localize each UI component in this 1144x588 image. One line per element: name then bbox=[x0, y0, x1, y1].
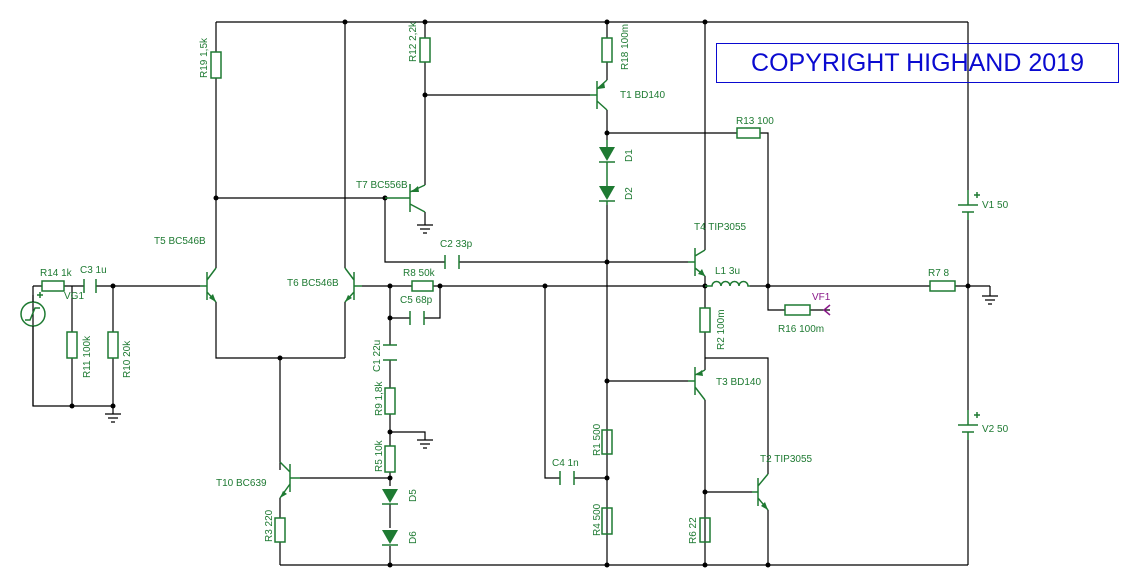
ground-icon bbox=[982, 295, 998, 305]
capacitor-c3 bbox=[83, 279, 97, 293]
label-d5: D5 bbox=[408, 489, 419, 502]
label-l1: L1 3u bbox=[715, 266, 740, 277]
label-v2: V2 50 bbox=[982, 424, 1009, 435]
label-c3: C3 1u bbox=[80, 265, 107, 276]
label-c1: C1 22u bbox=[372, 340, 383, 372]
label-r6: R6 22 bbox=[688, 517, 699, 544]
label-d6: D6 bbox=[408, 531, 419, 544]
transistor-t4 bbox=[688, 248, 706, 277]
label-t4: T4 TIP3055 bbox=[694, 222, 747, 233]
resistor-r1 bbox=[601, 429, 613, 455]
label-r12: R12 2,2k bbox=[408, 21, 419, 62]
probe-vf1 bbox=[822, 304, 831, 316]
capacitor-c4 bbox=[559, 471, 575, 485]
label-c4: C4 1n bbox=[552, 458, 579, 469]
label-d2: D2 bbox=[624, 187, 635, 200]
resistor-r8 bbox=[411, 280, 434, 292]
label-c5: C5 68p bbox=[400, 295, 433, 306]
label-d1: D1 bbox=[624, 149, 635, 162]
diode-d1 bbox=[599, 140, 615, 172]
battery-v1 bbox=[958, 190, 980, 220]
transistor-t2 bbox=[752, 473, 769, 511]
resistor-r5 bbox=[384, 445, 396, 473]
ground-icon bbox=[105, 413, 121, 423]
label-t1: T1 BD140 bbox=[620, 90, 665, 101]
copyright-banner: COPYRIGHT HIGHAND 2019 bbox=[716, 43, 1119, 83]
label-t2: T2 TIP3055 bbox=[760, 454, 813, 465]
transistors bbox=[200, 79, 769, 511]
battery-v2 bbox=[958, 410, 980, 440]
resistor-r2 bbox=[699, 307, 711, 333]
resistor-r19 bbox=[210, 51, 222, 79]
label-r8: R8 50k bbox=[403, 268, 436, 279]
transistor-t6 bbox=[344, 267, 362, 303]
resistor-r10 bbox=[107, 331, 119, 359]
label-t7: T7 BC556B bbox=[356, 180, 408, 191]
diode-d6 bbox=[382, 530, 398, 546]
resistor-r12 bbox=[419, 37, 431, 63]
wires bbox=[32, 21, 991, 566]
label-r18: R18 100m bbox=[620, 24, 631, 70]
diode-d2 bbox=[599, 172, 615, 205]
label-r13: R13 100 bbox=[736, 116, 774, 127]
resistor-r9 bbox=[384, 387, 396, 415]
label-r14: R14 1k bbox=[40, 268, 73, 279]
resistor-r4 bbox=[601, 507, 613, 535]
label-r4: R4 500 bbox=[592, 503, 603, 536]
signal-generator-vg1 bbox=[20, 286, 46, 406]
ground-icon bbox=[417, 224, 433, 234]
label-r10: R10 20k bbox=[122, 340, 133, 378]
label-r5: R5 10k bbox=[374, 439, 385, 472]
capacitor-c5 bbox=[409, 311, 425, 325]
resistor-r13 bbox=[736, 127, 761, 139]
transistor-t10 bbox=[279, 461, 300, 499]
transistor-t7 bbox=[385, 184, 426, 213]
label-vf1: VF1 bbox=[812, 292, 831, 303]
label-r2: R2 100m bbox=[716, 309, 727, 350]
label-vg1: VG1 bbox=[64, 291, 84, 302]
label-c2: C2 33p bbox=[440, 239, 473, 250]
label-r11: R11 100k bbox=[82, 335, 93, 378]
resistor-r6 bbox=[699, 517, 711, 543]
label-r9: R9 1,8k bbox=[374, 381, 385, 416]
labels: R19 1,5k R12 2,2k R18 100m T1 BD140 R13 … bbox=[40, 21, 1009, 544]
diodes bbox=[382, 140, 615, 546]
resistor-r3 bbox=[274, 517, 286, 543]
ground-symbols bbox=[105, 224, 998, 449]
resistor-r14 bbox=[41, 280, 65, 292]
transistor-t1 bbox=[590, 79, 608, 111]
ground-icon bbox=[417, 439, 433, 449]
inductor-l1 bbox=[705, 280, 750, 287]
label-r7: R7 8 bbox=[928, 268, 950, 279]
label-v1: V1 50 bbox=[982, 200, 1009, 211]
label-r16: R16 100m bbox=[778, 324, 824, 335]
capacitor-c1 bbox=[383, 344, 397, 361]
label-t5: T5 BC546B bbox=[154, 236, 206, 247]
resistor-r7 bbox=[929, 280, 956, 292]
resistors bbox=[41, 37, 956, 543]
capacitor-c2 bbox=[444, 255, 460, 269]
label-t10: T10 BC639 bbox=[216, 478, 267, 489]
junctions bbox=[69, 19, 971, 568]
label-r19: R19 1,5k bbox=[199, 37, 210, 78]
dc-sources bbox=[958, 190, 980, 440]
label-t3: T3 BD140 bbox=[716, 377, 761, 388]
capacitors bbox=[83, 255, 575, 485]
resistor-r11 bbox=[66, 331, 78, 359]
transistor-t3 bbox=[688, 367, 706, 401]
resistor-r16 bbox=[784, 304, 811, 316]
label-r3: R3 220 bbox=[264, 509, 275, 542]
transistor-t5 bbox=[200, 267, 217, 303]
label-t6: T6 BC546B bbox=[287, 278, 339, 289]
diode-d5 bbox=[382, 489, 398, 505]
resistor-r18 bbox=[601, 37, 613, 63]
label-r1: R1 500 bbox=[592, 423, 603, 456]
